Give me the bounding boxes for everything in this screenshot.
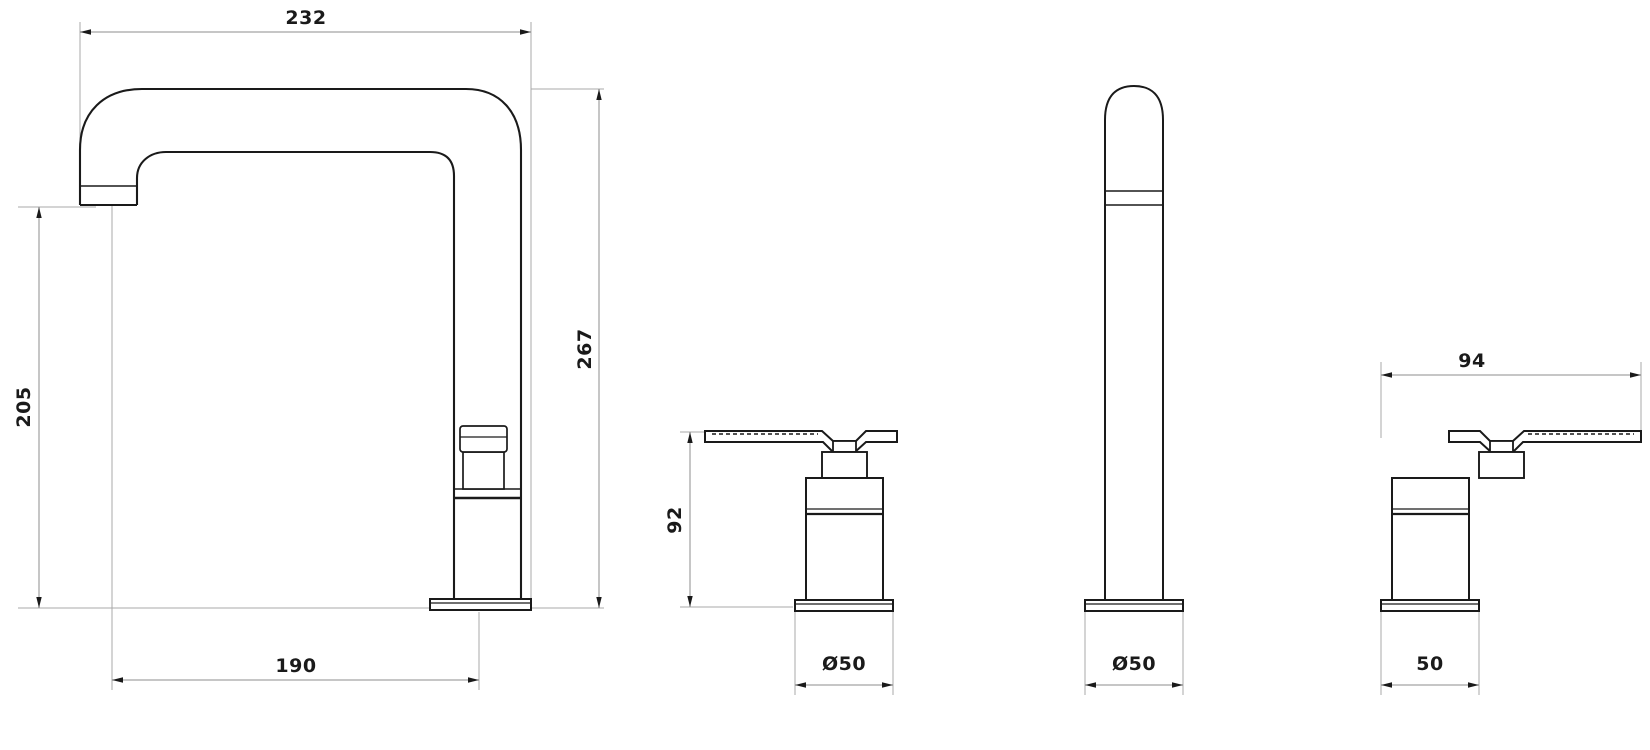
dimension-267: 267 — [435, 88, 604, 609]
dimension-label-92: 92 — [664, 506, 686, 533]
dimension-232: 232 — [79, 7, 532, 608]
handle-stem-left — [821, 451, 868, 479]
dimension-label-205: 205 — [13, 386, 35, 427]
dimension-94: 94 — [1380, 350, 1642, 438]
view-standpipe: Ø50 — [1084, 84, 1184, 695]
flange-body — [429, 598, 532, 611]
dimension-label-50: 50 — [1416, 653, 1443, 675]
body-cylinder — [805, 477, 884, 601]
spout-base-flange — [429, 598, 532, 611]
dimension-50: 50 — [1380, 612, 1480, 695]
standpipe-body — [1104, 84, 1164, 600]
dimension-92: 92 — [664, 431, 800, 608]
view-handle-right: 94 50 — [1380, 350, 1642, 695]
riser-knob-stem — [462, 451, 505, 490]
handle-body-left — [805, 477, 884, 601]
dimension-label-267: 267 — [574, 328, 596, 369]
dimension-d50-pipe: Ø50 — [1084, 612, 1184, 695]
body-cylinder — [1391, 477, 1470, 601]
handle-lever-left — [704, 430, 898, 453]
riser-knob-cap — [459, 425, 508, 453]
handle-stem-right — [1478, 451, 1525, 479]
spout-inner-profile — [135, 150, 456, 608]
dimension-label-232: 232 — [285, 7, 326, 29]
lever-centre-boss — [1489, 440, 1514, 453]
flange-body — [794, 599, 894, 612]
handle-base-flange-right — [1380, 599, 1480, 612]
flange-body — [1380, 599, 1480, 612]
handle-body-right — [1391, 477, 1470, 601]
dimension-label-190: 190 — [275, 655, 316, 677]
lever-centre-boss — [832, 440, 857, 453]
handle-base-flange-left — [794, 599, 894, 612]
dimension-d50-handle: Ø50 — [794, 612, 894, 695]
handle-lever-right — [1448, 430, 1642, 453]
spout-outer-profile — [78, 87, 523, 608]
flange-body — [1084, 599, 1184, 612]
view-handle-left: 92 Ø50 — [664, 430, 898, 695]
standpipe-base-flange — [1084, 599, 1184, 612]
dimension-label-94: 94 — [1458, 350, 1485, 372]
dimension-205: 205 — [13, 206, 430, 609]
dimension-label-d50-pipe: Ø50 — [1112, 653, 1156, 675]
view-spout: 232 267 205 190 — [13, 7, 604, 690]
dimension-label-d50-handle: Ø50 — [822, 653, 866, 675]
riser-knob — [459, 425, 508, 490]
dimension-190: 190 — [111, 205, 480, 690]
